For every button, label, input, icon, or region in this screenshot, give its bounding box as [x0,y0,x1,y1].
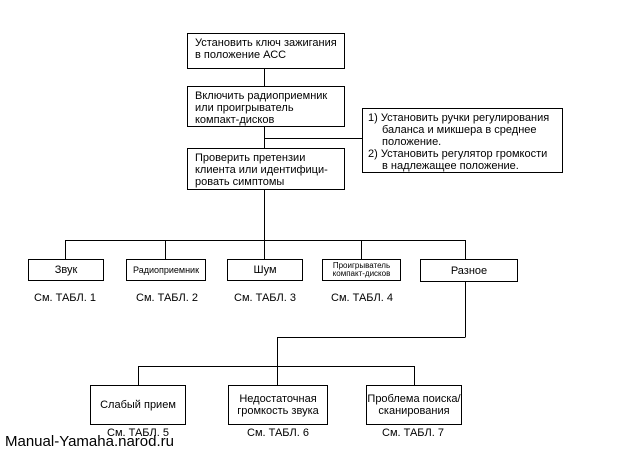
note-item1-line2: баланса и микшера в среднее [382,124,537,136]
setup-note: 1) Установить ручки регулирования баланс… [362,108,563,173]
category-cd-player-label: Проигрыватель компакт-дисков [332,261,391,278]
category-radio: Радиоприемник [126,259,206,281]
step-turn-on: Включить радиоприемник или проигрыватель… [187,86,345,127]
misc-weak-reception: Слабый прием [90,385,186,425]
note-item2-line1: 2) Установить регулятор громкости [368,148,548,160]
note-item2-line2: в надлежащее положение. [382,160,519,172]
category-sound: Звук [28,259,104,281]
category-misc-label: Разное [450,264,488,277]
step-ignition: Установить ключ зажигания в положение АС… [187,33,345,69]
misc-low-volume-ref: См. ТАБЛ. 6 [247,427,309,439]
misc-low-volume: Недостаточная громкость звука [228,385,328,425]
note-item1-line3: положение. [382,136,442,148]
misc-weak-reception-label: Слабый прием [100,399,176,411]
misc-low-volume-label: Недостаточная громкость звука [237,393,319,417]
step-check-text: Проверить претензии клиента или идентифи… [195,152,328,188]
category-noise-ref: См. ТАБЛ. 3 [234,292,296,304]
category-noise: Шум [227,259,303,281]
note-item1-line1: 1) Установить ручки регулирования [368,112,550,124]
category-radio-label: Радиоприемник [132,265,200,275]
category-noise-label: Шум [253,264,277,276]
step-turn-on-text: Включить радиоприемник или проигрыватель… [195,90,328,126]
category-misc: Разное [420,259,518,282]
misc-seek-scan-label: Проблема поиска/ сканирования [367,393,461,417]
category-cd-player: Проигрыватель компакт-дисков [322,259,401,281]
misc-weak-reception-ref: См. ТАБЛ. 5 [107,427,169,439]
misc-seek-scan: Проблема поиска/ сканирования [366,385,462,425]
misc-seek-scan-ref: См. ТАБЛ. 7 [382,427,444,439]
category-sound-label: Звук [54,264,78,276]
category-sound-ref: См. ТАБЛ. 1 [34,292,96,304]
category-cd-player-ref: См. ТАБЛ. 4 [331,292,393,304]
step-check: Проверить претензии клиента или идентифи… [187,148,345,190]
category-radio-ref: См. ТАБЛ. 2 [136,292,198,304]
site-watermark: Manual-Yamaha.narod.ru [5,433,174,450]
step-ignition-text: Установить ключ зажигания в положение АС… [195,37,337,61]
